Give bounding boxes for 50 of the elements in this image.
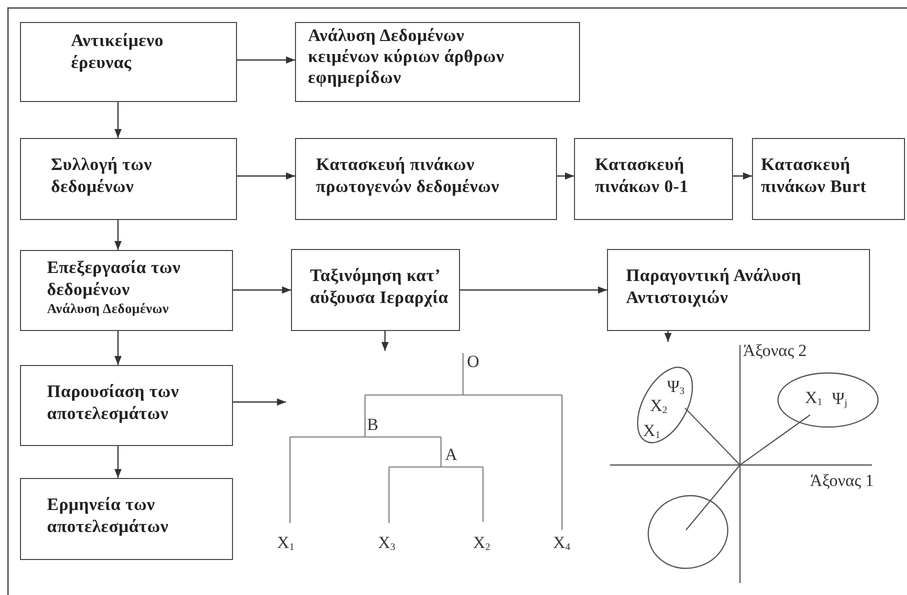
- arrow: [237, 172, 295, 180]
- box-title: Παραγοντική Ανάλυση Αντιστοιχιών: [626, 264, 802, 308]
- point-label: X$_{1}$: [805, 389, 822, 410]
- arrow: [664, 331, 672, 342]
- arrow: [233, 286, 291, 294]
- arrow: [114, 446, 122, 478]
- arrow: [233, 398, 286, 406]
- axis-label: Άξονας 2: [743, 342, 807, 360]
- process-box: [20, 22, 237, 102]
- arrow: [114, 331, 122, 365]
- process-box: [20, 250, 233, 331]
- axis-label: Άξονας 1: [810, 472, 874, 490]
- box-title: Αντικείμενο έρευνας: [71, 29, 165, 73]
- box-title: Ταξινόμηση κατ’ αύξουσα Ιεραρχία: [310, 264, 450, 308]
- leaf-label: X$_{1}$: [277, 534, 294, 555]
- process-box: [574, 138, 733, 220]
- process-box: [295, 22, 580, 102]
- process-box: [607, 249, 870, 331]
- leaf-label: X$_{4}$: [553, 534, 570, 555]
- cluster-label: B: [367, 416, 378, 434]
- box-subtitle: Ανάλυση Δεδομένων: [47, 300, 170, 318]
- point-label: Ψ$_{3}$: [667, 378, 685, 399]
- box-title: Κατασκευή πινάκων 0-1: [595, 153, 690, 197]
- box-title: Ανάλυση Δεδομένων κειμένων κύριων άρθρων εφημερίδων: [308, 25, 506, 88]
- box-title: Επεξεργασία των δεδομένων: [47, 256, 182, 300]
- process-box: [752, 138, 905, 220]
- process-box: [20, 138, 237, 220]
- arrow: [460, 286, 607, 294]
- box-title: Ερμηνεία των αποτελεσμάτων: [47, 493, 170, 537]
- process-box: [20, 365, 233, 446]
- box-title: Κατασκευή πινάκων πρωτογενών δεδομένων: [316, 153, 500, 197]
- box-title: Συλλογή των δεδομένων: [51, 153, 153, 197]
- arrow: [381, 331, 389, 351]
- arrow: [114, 220, 122, 250]
- leaf-label: X$_{3}$: [378, 534, 396, 555]
- arrow: [557, 172, 574, 180]
- process-box: [291, 249, 460, 331]
- arrow: [733, 172, 752, 180]
- arrow: [114, 102, 122, 138]
- point-label: X$_{1}$: [643, 422, 660, 443]
- point-label: X$_{2}$: [650, 397, 668, 418]
- process-box: [20, 478, 233, 560]
- box-title: Κατασκευή πινάκων Burt: [761, 153, 868, 197]
- cluster-label: A: [445, 446, 458, 464]
- point-label: Ψ$_{j}$: [832, 390, 848, 411]
- cluster-label: O: [467, 353, 480, 371]
- process-box: [295, 138, 557, 220]
- leaf-label: X$_{2}$: [473, 534, 490, 555]
- box-title: Παρουσίαση των αποτελεσμάτων: [47, 380, 180, 424]
- arrow: [237, 56, 295, 64]
